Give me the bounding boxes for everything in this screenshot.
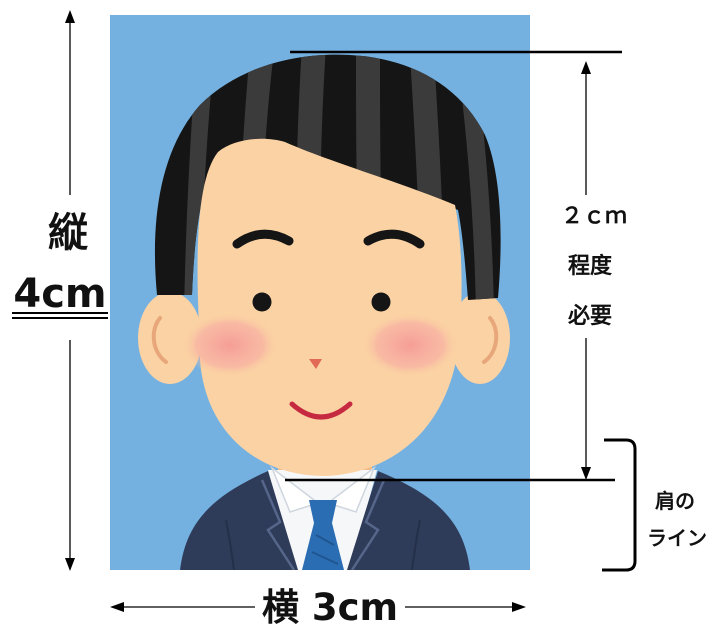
hair-stripe bbox=[460, 80, 494, 300]
right-eye bbox=[371, 292, 391, 312]
right-ear bbox=[450, 292, 510, 384]
suit-left-lapel bbox=[260, 479, 296, 570]
suit-right-crease bbox=[411, 519, 421, 570]
face bbox=[197, 138, 462, 476]
width-arrowhead-right bbox=[512, 602, 526, 612]
height-arrowhead-up bbox=[65, 10, 75, 23]
height-label: 縦 bbox=[48, 210, 88, 256]
height-value: 4cm bbox=[13, 271, 106, 317]
right-ear-inner bbox=[482, 316, 499, 364]
height-arrowhead-down bbox=[65, 558, 75, 571]
shoulder-bracket bbox=[602, 438, 637, 572]
left-cheek-blush bbox=[182, 313, 278, 377]
shoulder-label-line2: ライン bbox=[647, 526, 707, 550]
width-label: 横 3cm bbox=[262, 586, 398, 629]
nose bbox=[309, 359, 322, 369]
head-space-arrowhead-down bbox=[581, 467, 591, 480]
right-cheek-blush bbox=[362, 313, 458, 377]
right-eyebrow bbox=[363, 229, 425, 249]
shirt-collar-left bbox=[270, 465, 320, 513]
person-illustration bbox=[138, 54, 510, 570]
tie-knot bbox=[309, 500, 337, 523]
head-space-value: ２ｃｍ bbox=[561, 204, 627, 229]
shoulder-label-line1: 肩の bbox=[655, 489, 695, 513]
id-photo bbox=[110, 15, 530, 570]
width-arrowhead-left bbox=[110, 602, 124, 612]
suit-right-lapel bbox=[350, 479, 386, 570]
left-ear bbox=[138, 292, 202, 384]
suit-left-crease bbox=[225, 519, 235, 570]
tie-stripes bbox=[311, 534, 339, 565]
head-space-required: 必要 bbox=[568, 303, 612, 329]
head-space-arrowhead-up bbox=[581, 61, 591, 74]
hair-stripe bbox=[184, 60, 214, 300]
tie-blade bbox=[302, 523, 344, 570]
left-eyebrow bbox=[232, 229, 294, 249]
left-eye bbox=[252, 292, 272, 312]
left-ear-inner bbox=[151, 316, 168, 364]
mouth-smile bbox=[289, 401, 353, 420]
head-space-degree: 程度 bbox=[568, 253, 613, 279]
